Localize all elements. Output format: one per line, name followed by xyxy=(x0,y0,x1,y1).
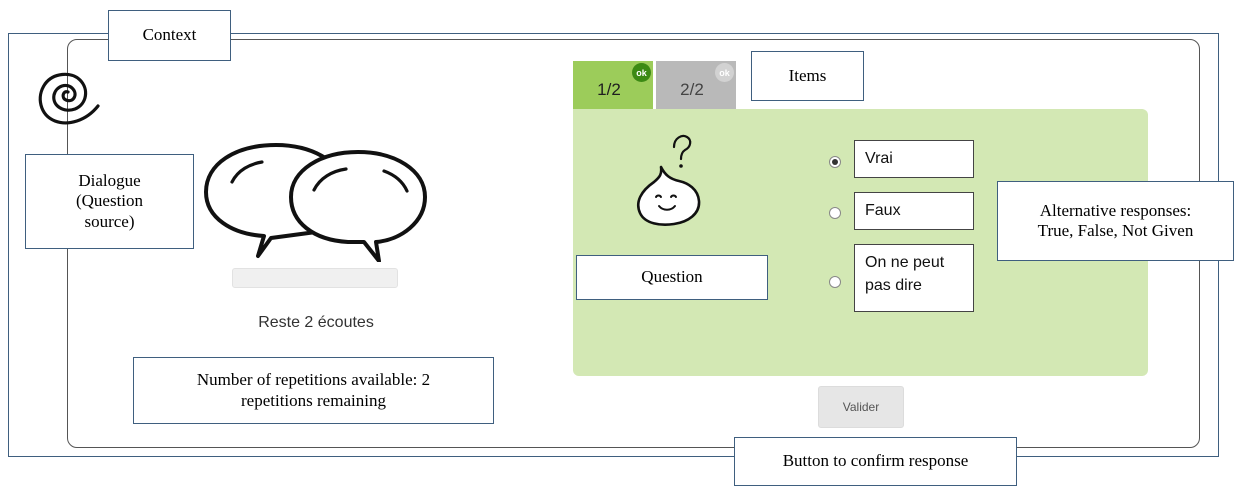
callout-items: Items xyxy=(751,51,864,101)
question-face-icon xyxy=(636,134,701,226)
option-vrai[interactable]: Vrai xyxy=(854,140,974,178)
callout-repetitions: Number of repetitions available: 2 repet… xyxy=(133,357,494,424)
ok-badge-icon: ok xyxy=(632,63,651,82)
ok-badge-icon: ok xyxy=(715,63,734,82)
speech-bubbles-icon xyxy=(204,143,427,262)
option-radio-vrai[interactable] xyxy=(829,156,841,168)
option-radio-faux[interactable] xyxy=(829,207,841,219)
callout-context: Context xyxy=(108,10,231,61)
valider-button[interactable]: Valider xyxy=(818,386,904,428)
option-faux[interactable]: Faux xyxy=(854,192,974,230)
option-on-ne-peut-pas-dire[interactable]: On ne peut pas dire xyxy=(854,244,974,312)
tab-1-label: 1/2 xyxy=(597,80,621,99)
tab-item-1[interactable]: 1/2 ok xyxy=(573,61,653,109)
remaining-listens: Reste 2 écoutes xyxy=(258,314,374,331)
audio-progress-bar[interactable] xyxy=(232,268,398,288)
callout-alternatives: Alternative responses: True, False, Not … xyxy=(997,181,1234,261)
tab-item-2[interactable]: 2/2 ok xyxy=(656,61,736,109)
spiral-icon xyxy=(38,72,100,125)
option-radio-on-ne-peut-pas-dire[interactable] xyxy=(829,276,841,288)
tab-2-label: 2/2 xyxy=(680,80,704,99)
callout-question: Question xyxy=(576,255,768,300)
callout-dialogue: Dialogue (Question source) xyxy=(25,154,194,249)
callout-confirm: Button to confirm response xyxy=(734,437,1017,486)
